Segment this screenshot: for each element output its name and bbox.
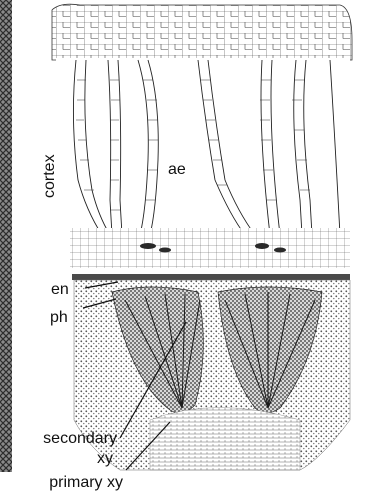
label-en: en [51, 281, 69, 298]
label-ph: ph [50, 309, 68, 326]
aerenchyma-zone [56, 58, 350, 238]
outer-cortex-parenchyma [52, 4, 352, 60]
endodermis-band [72, 274, 350, 280]
left-image-strip [0, 0, 12, 472]
label-secondary: secondary [43, 430, 117, 447]
label-primary-xy: primary xy [49, 474, 123, 491]
label-cortex: cortex [41, 154, 58, 198]
inner-cortex-parenchyma [70, 228, 350, 268]
label-ae: ae [168, 161, 186, 178]
pith-parenchyma [150, 408, 300, 471]
label-secondary-xy: xy [97, 450, 113, 467]
